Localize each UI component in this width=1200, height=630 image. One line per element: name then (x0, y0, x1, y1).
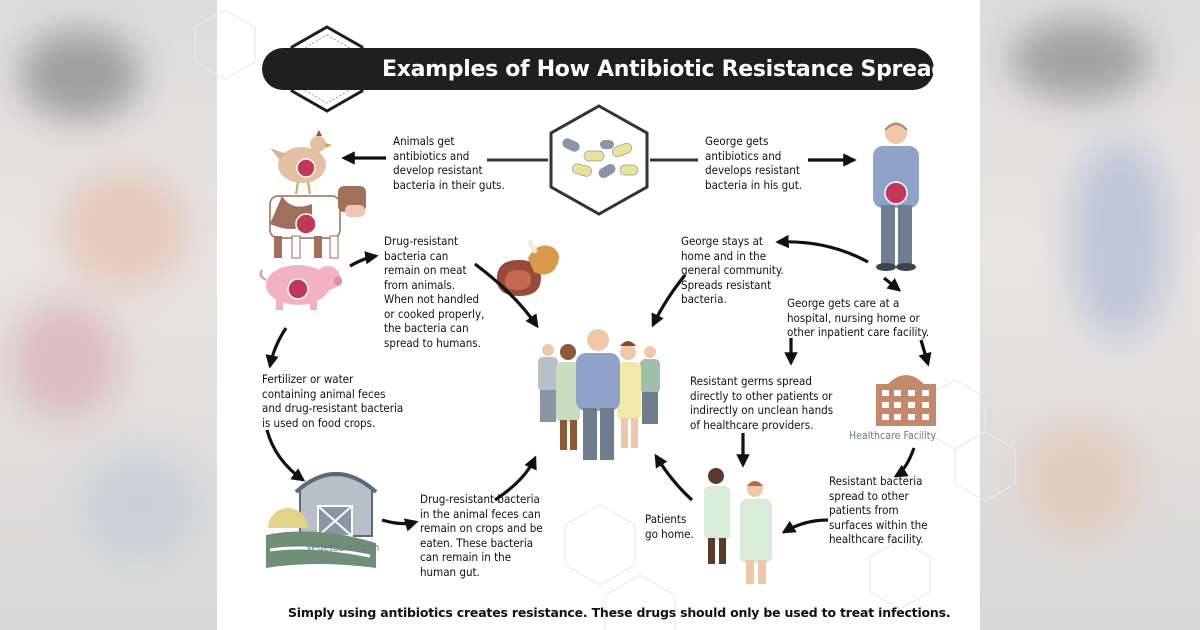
node-patients-go-home: Patients go home. (645, 512, 694, 541)
patients-icon (704, 468, 772, 584)
node-surfaces: Resistant bacteria spread to other patie… (829, 474, 928, 546)
footer-note: Simply using antibiotics creates resista… (288, 605, 951, 620)
node-meat: Drug-resistant bacteria can remain on me… (384, 234, 485, 350)
title-banner (262, 48, 934, 90)
meat-icon (496, 240, 559, 296)
node-george-gets-antibiotics: George gets antibiotics and develops res… (705, 134, 803, 192)
person-icon (873, 122, 919, 271)
node-george-gets-care: George gets care at a hospital, nursing … (787, 296, 930, 339)
pig-icon (259, 265, 342, 310)
flow-arrows (265, 151, 932, 534)
pills-icon (487, 104, 698, 216)
farm-barn-icon (266, 472, 378, 568)
page-title: Examples of How Antibiotic Resistance Sp… (382, 57, 960, 82)
vegetable-farm-label: Vegetable Farm (306, 542, 379, 554)
node-animals-get-antibiotics: Animals get antibiotics and develop resi… (393, 134, 505, 192)
node-crops: Drug-resistant bacteria in the animal fe… (420, 492, 543, 579)
hospital-building-icon (876, 375, 936, 426)
node-george-stays-home: George stays at home and in the general … (681, 234, 784, 306)
node-germs-spread: Resistant germs spread directly to other… (690, 374, 834, 432)
left-backdrop (0, 0, 217, 630)
right-backdrop (980, 0, 1200, 630)
crowd-icon (538, 329, 660, 460)
healthcare-facility-label: Healthcare Facility (849, 430, 936, 442)
node-fertilizer: Fertilizer or water containing animal fe… (262, 372, 404, 430)
chicken-icon (270, 130, 332, 195)
cow-icon (269, 186, 366, 259)
